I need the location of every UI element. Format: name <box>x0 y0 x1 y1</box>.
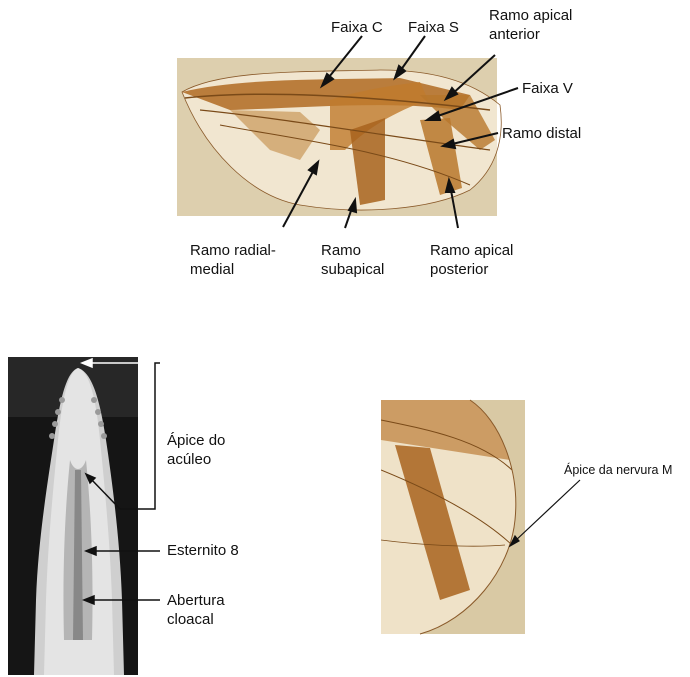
label-apice-nervura-m: Ápice da nervura M <box>564 462 672 478</box>
label-ramo-apical-anterior: Ramo apical anterior <box>489 6 572 44</box>
label-faixa-s: Faixa S <box>408 18 459 37</box>
label-ramo-apical-posterior: Ramo apical posterior <box>430 241 513 279</box>
label-ramo-radial-medial: Ramo radial- medial <box>190 241 276 279</box>
label-ramo-distal: Ramo distal <box>502 124 581 143</box>
label-apice-aculeo: Ápice do acúleo <box>167 431 225 469</box>
label-esternito-8: Esternito 8 <box>167 541 239 560</box>
label-ramo-subapical: Ramo subapical <box>321 241 384 279</box>
label-faixa-c: Faixa C <box>331 18 383 37</box>
label-abertura-cloacal: Abertura cloacal <box>167 591 225 629</box>
label-faixa-v: Faixa V <box>522 79 573 98</box>
